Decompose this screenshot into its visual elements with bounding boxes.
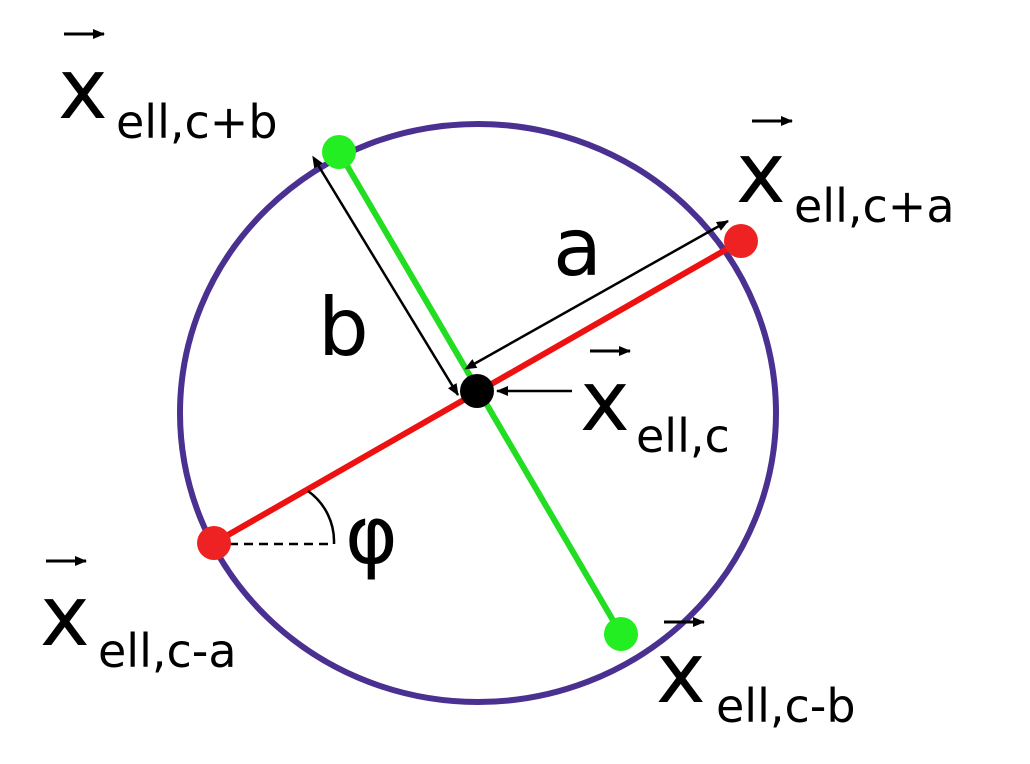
vector-symbol: x [736, 124, 786, 222]
label-b: b [318, 281, 369, 374]
vector-label-c-minus-b: x ell,c-b [656, 617, 856, 733]
point-c-minus-b [604, 617, 638, 651]
vector-subscript: ell,c+b [116, 95, 278, 149]
point-c-plus-b [322, 135, 356, 169]
angle-arc [307, 489, 336, 545]
vector-symbol: x [656, 624, 706, 722]
vector-subscript: ell,c-b [716, 679, 856, 733]
ellipse-outline [177, 121, 779, 705]
vector-label-c-plus-a: x ell,c+a [736, 116, 955, 233]
semi-minor-arrow [312, 155, 460, 396]
vector-subscript: ell,c-a [98, 624, 237, 678]
vector-label-c-minus-a: x ell,c-a [40, 556, 237, 678]
vector-label-c: x ell,c [580, 346, 730, 463]
label-phi: φ [345, 489, 398, 582]
label-a: a [553, 201, 602, 294]
vector-label-c-plus-b: x ell,c+b [58, 29, 278, 149]
vector-symbol: x [40, 567, 90, 665]
point-center [460, 374, 494, 408]
point-c-plus-a [724, 224, 758, 258]
vector-symbol: x [580, 352, 630, 450]
point-c-minus-a [197, 526, 231, 560]
semi-major-arrow [464, 219, 729, 370]
vector-subscript: ell,c+a [794, 179, 955, 233]
vector-subscript: ell,c [636, 409, 730, 463]
vector-symbol: x [58, 40, 108, 138]
